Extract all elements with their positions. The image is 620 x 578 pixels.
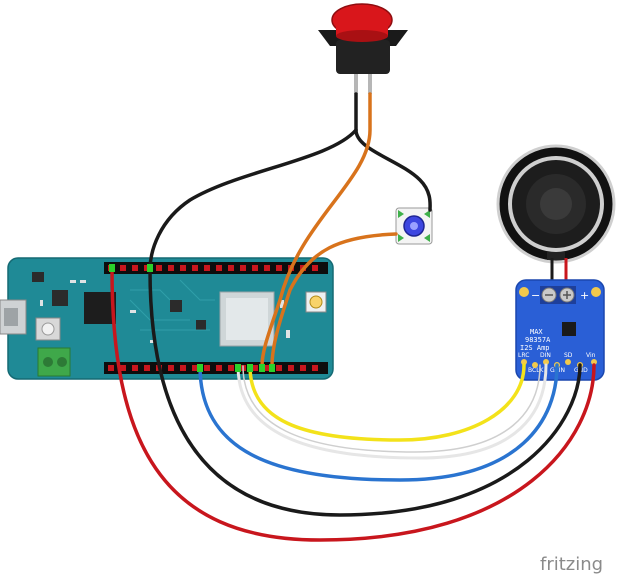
header-pin — [240, 265, 246, 271]
header-pin — [144, 365, 150, 371]
header-pin — [120, 265, 126, 271]
header-pin — [276, 365, 282, 371]
mcu-chip — [84, 292, 116, 324]
header-pin — [276, 265, 282, 271]
header-pin — [204, 365, 210, 371]
fritzing-watermark: fritzing — [540, 554, 603, 575]
header-pin — [216, 365, 222, 371]
header-pin — [204, 265, 210, 271]
wire-yellow-lrc — [248, 363, 526, 442]
amp-label-line2: 98357A — [525, 336, 551, 344]
header-pin — [180, 365, 186, 371]
amp-plus-label: + — [580, 289, 589, 302]
header-pin — [312, 265, 318, 271]
amp-pin-lrc: LRC — [518, 352, 529, 359]
header-pin — [312, 365, 318, 371]
header-pin — [132, 265, 138, 271]
wire-white-din-shadow — [242, 364, 541, 453]
header-pin — [252, 365, 258, 371]
wire-orange-trimmer — [270, 232, 398, 368]
speaker — [496, 144, 616, 264]
wire-black-button-board — [148, 128, 358, 272]
amp-pin-bclk: BCLK — [528, 367, 545, 374]
header-pin — [252, 265, 258, 271]
wire-black-gnd — [148, 268, 582, 517]
header-pin — [156, 265, 162, 271]
amp-pin-sd: SD — [564, 352, 573, 359]
amp-pin-din: DIN — [540, 352, 551, 359]
board-wire-endpoints — [109, 264, 275, 372]
wire-black-button-trimmer — [354, 92, 432, 212]
wire-red-vin — [110, 268, 596, 542]
header-pin — [228, 265, 234, 271]
header-pin — [168, 265, 174, 271]
header-pin — [192, 365, 198, 371]
i2s-amplifier-board: − + MAX 98357A I2S Amp LRC DIN SD Vin BC… — [515, 279, 605, 381]
header-pin — [108, 365, 114, 371]
header-pin — [120, 365, 126, 371]
amp-minus-label: − — [531, 289, 540, 302]
wire-white-din — [236, 363, 548, 460]
wire-orange-button — [260, 92, 372, 368]
microcontroller-board — [0, 257, 334, 380]
amp-pin-vin: Vin — [586, 352, 596, 359]
header-pin — [180, 265, 186, 271]
header-pin — [264, 365, 270, 371]
header-pin — [132, 365, 138, 371]
header-pin — [192, 265, 198, 271]
amp-label-line3: I2S Amp — [520, 344, 550, 352]
push-button — [318, 3, 408, 94]
wire-blue-bclk — [198, 363, 559, 482]
header-pin — [288, 365, 294, 371]
power-terminal — [37, 347, 71, 377]
header-pin — [228, 365, 234, 371]
header-pin — [300, 365, 306, 371]
amp-label-line1: MAX — [530, 328, 543, 336]
header-pin — [216, 265, 222, 271]
header-pin — [264, 265, 270, 271]
trimmer-component — [395, 207, 433, 245]
header-pin — [168, 365, 174, 371]
